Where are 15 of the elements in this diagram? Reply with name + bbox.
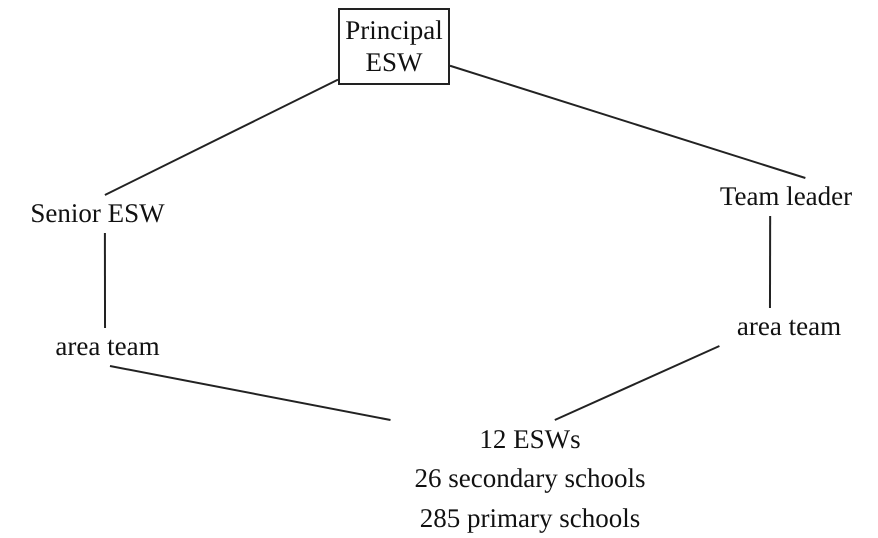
connector-line xyxy=(104,233,106,328)
staffing-line: 285 primary schools xyxy=(420,502,640,535)
connector-line xyxy=(450,64,806,179)
role-label: Senior ESW xyxy=(5,195,190,233)
role-box xyxy=(338,8,450,85)
connector-line xyxy=(768,216,772,308)
staffing-line: 12 ESWs xyxy=(479,423,581,456)
box-label: Principal ESW xyxy=(344,15,444,78)
team-label: area team xyxy=(718,308,860,346)
connector-line xyxy=(554,345,720,421)
connector-line xyxy=(104,78,338,196)
staffing-line: 26 secondary schools xyxy=(414,462,646,496)
connector-line xyxy=(110,365,391,421)
team-label: area team xyxy=(25,328,190,366)
role-label: Team leader xyxy=(698,178,874,216)
